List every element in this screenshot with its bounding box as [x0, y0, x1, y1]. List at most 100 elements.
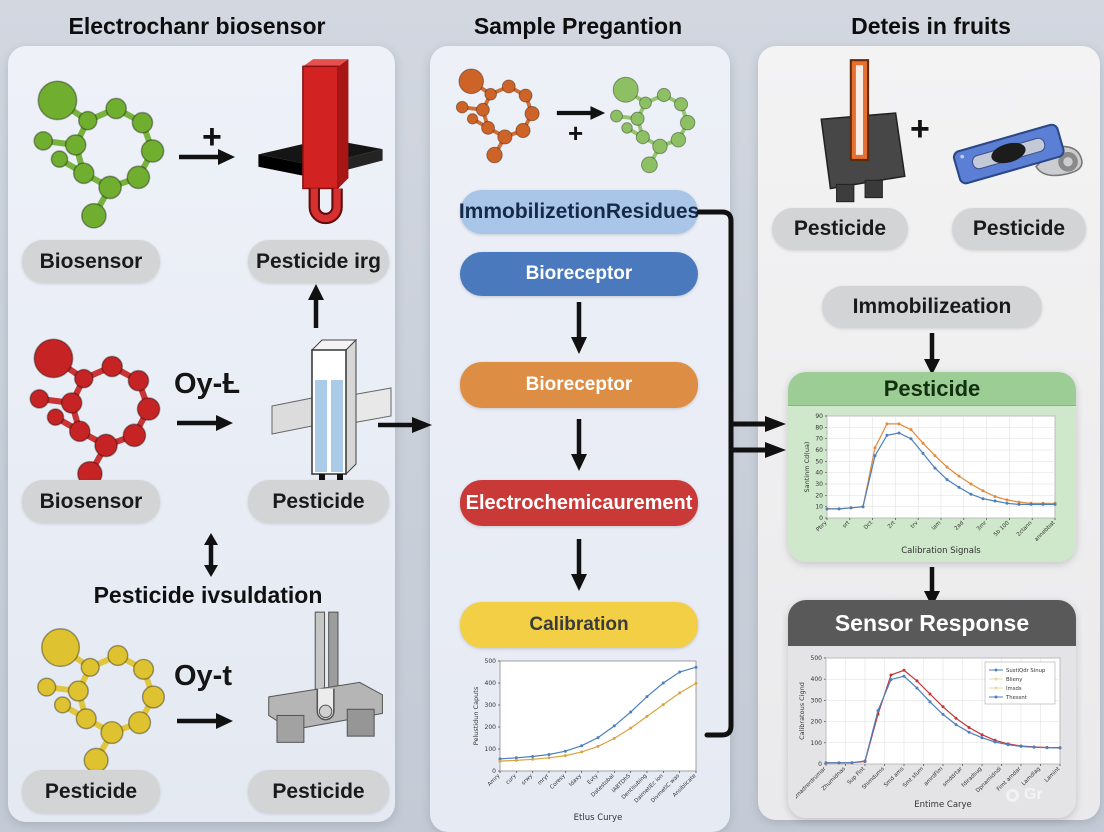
svg-text:mryr: mryr [537, 773, 551, 787]
svg-text:30: 30 [815, 481, 823, 488]
molecule-orange-icon [454, 67, 542, 165]
blue-electrode-icon [271, 338, 392, 500]
svg-text:Smt sfum: Smt sfum [902, 766, 925, 789]
label-pesticide-r1: Pesticide [772, 208, 908, 250]
svg-text:100: 100 [811, 740, 823, 747]
step-calibration: Calibration [460, 602, 698, 648]
plus-sign: + [202, 118, 222, 156]
svg-text:annebbat: annebbat [1034, 520, 1057, 543]
svg-text:Thessnt: Thessnt [1005, 695, 1027, 701]
svg-text:80: 80 [815, 424, 823, 431]
svg-text:Coresy: Coresy [549, 773, 567, 791]
svg-text:10: 10 [815, 504, 823, 511]
step-bioreceptor-1: Bioreceptor [460, 252, 698, 296]
label-pesticide-irg: Pesticide irg [248, 240, 389, 283]
svg-text:70: 70 [815, 436, 823, 443]
molecule-red-icon [14, 322, 186, 494]
label-immobilization: Immobilizeation [822, 286, 1042, 328]
svg-text:lam: lam [931, 520, 943, 532]
plus-sign: + [910, 110, 930, 148]
svg-text:20: 20 [815, 492, 823, 499]
svg-text:srwy: srwy [521, 773, 535, 787]
red-electrode-icon [258, 59, 383, 225]
svg-text:5b 100: 5b 100 [993, 520, 1011, 538]
column-title-detection: Deteis in fruits [851, 13, 1011, 39]
watermark-logo-icon [1006, 788, 1019, 802]
arrow-right-icon [556, 106, 606, 120]
arrow-right-icon [179, 149, 235, 165]
svg-text:300: 300 [485, 702, 497, 709]
arrow-down-icon [571, 419, 587, 471]
svg-text:0: 0 [819, 515, 823, 522]
label-biosensor-1: Biosensor [22, 240, 160, 283]
svg-text:Calibratous Cignd: Calibratous Cignd [798, 682, 806, 740]
svg-text:Imsds: Imsds [1006, 686, 1022, 692]
svg-text:Santinm Cd(ua): Santinm Cd(ua) [803, 442, 811, 493]
watermark-text: Gr [1024, 786, 1043, 803]
column-title-biosensor: Electrochanr biosensor [68, 13, 326, 39]
label-pesticide-3: Pesticide [248, 770, 389, 813]
reagent-text-1: Oy-Ƚ [174, 368, 241, 400]
pesticide-link-text: Pesticide ivsuldation [93, 582, 323, 608]
svg-text:Pelustidun Caputs: Pelustidun Caputs [472, 686, 480, 745]
svg-text:2rt: 2rt [887, 520, 897, 530]
step-bioreceptor-2: Bioreceptor [460, 362, 698, 408]
svg-text:Amry: Amry [487, 773, 502, 788]
svg-text:300: 300 [811, 697, 823, 704]
label-pesticide-2: Pesticide [22, 770, 160, 813]
sensor-card-title: Sensor Response [788, 600, 1076, 646]
svg-text:100: 100 [485, 746, 497, 753]
label-pesticide-1: Pesticide [248, 480, 389, 523]
svg-text:Etlus Curye: Etlus Curye [574, 813, 623, 823]
plus-sign: + [568, 118, 584, 148]
svg-text:Lamint: Lamint [1044, 766, 1062, 784]
svg-text:500: 500 [811, 655, 823, 662]
svg-text:200: 200 [811, 719, 823, 726]
pesticide-card-title: Pesticide [788, 372, 1076, 406]
arrow-down-icon [571, 539, 587, 591]
svg-text:90: 90 [815, 413, 823, 420]
svg-text:Calibration Signals: Calibration Signals [901, 546, 981, 556]
svg-text:Pbry: Pbry [815, 520, 828, 533]
svg-text:50: 50 [815, 458, 823, 465]
svg-text:SustiQdr Sinup: SustiQdr Sinup [1006, 668, 1046, 674]
svg-text:Lamdlag: Lamdlag [1021, 766, 1042, 787]
panel-detection: + Pesticide Pesticide Immobilizeation Pe… [758, 46, 1100, 820]
arrow-down-icon [571, 302, 587, 354]
chip-sensor-icon [952, 123, 1083, 185]
label-pesticide-r2: Pesticide [952, 208, 1086, 250]
arrow-up-icon [308, 284, 324, 328]
step-electrochemical-measurement: Electrochemicaurement [460, 480, 698, 526]
svg-text:400: 400 [811, 676, 823, 683]
arrow-right-icon [177, 713, 233, 729]
arrow-down-icon [924, 567, 940, 607]
svg-text:500: 500 [485, 658, 497, 665]
label-biosensor-2: Biosensor [22, 480, 160, 523]
svg-text:Evty: Evty [587, 773, 600, 786]
watermark: Gr [1006, 786, 1043, 804]
reagent-text-2: Oy-t [174, 660, 232, 692]
svg-text:Dct: Dct [863, 520, 874, 531]
svg-text:Entime Carye: Entime Carye [914, 800, 972, 810]
svg-text:3mr: 3mr [976, 520, 989, 533]
svg-text:40: 40 [815, 470, 823, 477]
molecule-green-icon [18, 64, 190, 236]
panel-biosensor: + Biosensor Pesticide irg Oy-Ƚ Biosensor… [8, 46, 395, 822]
panel-sample-preparation: + ImmobilizetionResidues Bioreceptor Bio… [430, 46, 730, 832]
svg-text:200: 200 [485, 724, 497, 731]
svg-text:cury: cury [505, 773, 518, 786]
svg-text:Idaxy: Idaxy [568, 773, 583, 788]
svg-text:trv: trv [910, 520, 920, 530]
svg-text:2ctann: 2ctann [1016, 520, 1034, 538]
svg-text:0: 0 [818, 761, 822, 768]
svg-text:400: 400 [485, 680, 497, 687]
column-title-sample-preparation: Sample Pregantion [473, 13, 683, 39]
double-arrow-vertical-icon [204, 533, 218, 577]
